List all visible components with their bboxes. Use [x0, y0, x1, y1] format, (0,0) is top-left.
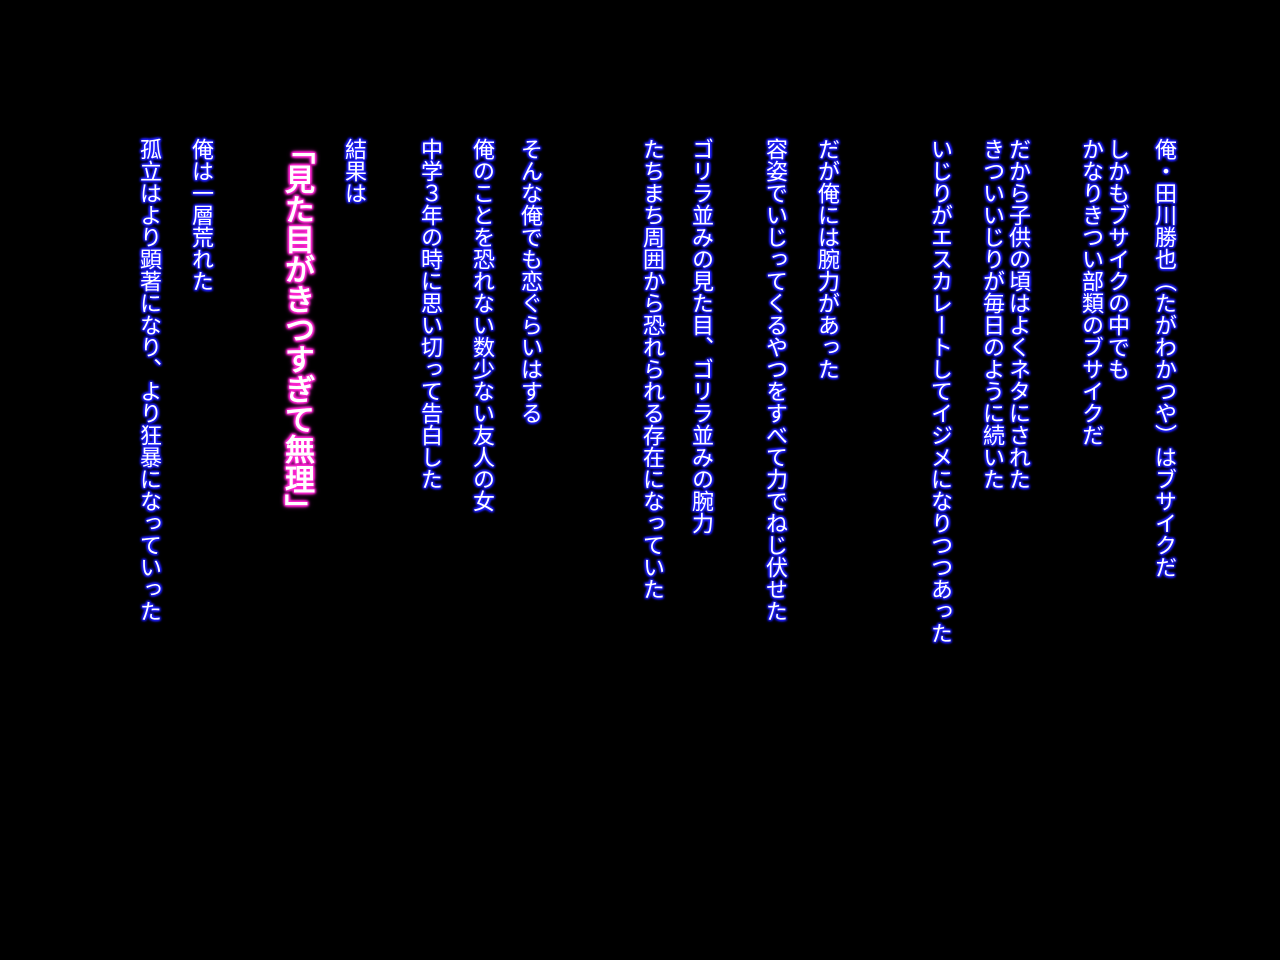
- narration-line: 俺・田川勝也（たがわかつや）はブサイクだ: [1151, 138, 1176, 578]
- narration-line: 中学３年の時に思い切って告白した: [417, 138, 442, 490]
- narration-line: ゴリラ並みの見た目、ゴリラ並みの腕力: [688, 138, 713, 534]
- narration-line: だから子供の頃はよくネタにされた: [1005, 138, 1030, 490]
- narration-line: たちまち周囲から恐れられる存在になっていた: [639, 138, 664, 600]
- narration-line: かなりきつい部類のブサイクだ: [1078, 138, 1103, 446]
- narration-line: 俺は一層荒れた: [188, 138, 213, 292]
- narration-line: いじりがエスカレートしてイジメになりつつあった: [927, 138, 952, 644]
- narration-line: 孤立はより顕著になり、より狂暴になっていった: [136, 138, 161, 622]
- narration-line: 結果は: [341, 138, 366, 204]
- narration-line: そんな俺でも恋ぐらいはする: [517, 138, 542, 424]
- narration-line: だが俺には腕力があった: [814, 138, 839, 380]
- emphasized-quote: 「見た目がきつすぎて無理」: [279, 134, 314, 524]
- narration-line: 俺のことを恐れない数少ない友人の女: [469, 138, 494, 512]
- narration-line: 容姿でいじってくるやつをすべて力でねじ伏せた: [762, 138, 787, 622]
- narration-line: きついいじりが毎日のように続いた: [979, 138, 1004, 490]
- narration-line: しかもブサイクの中でも: [1104, 138, 1129, 380]
